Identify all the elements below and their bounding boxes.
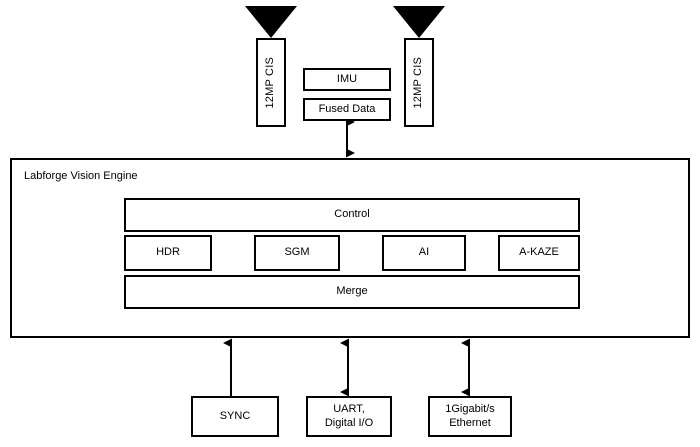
left-camera-label: 12MP CIS: [264, 56, 277, 109]
labforge-vision-engine-container: Labforge Vision Engine Control HDR SGM A…: [10, 158, 690, 338]
right-camera-body: 12MP CIS: [404, 38, 434, 127]
merge-label: Merge: [336, 285, 368, 298]
fused-data-label: Fused Data: [318, 102, 376, 115]
processing-blocks-row: HDR SGM AI A-KAZE: [124, 235, 580, 271]
hdr-label: HDR: [156, 246, 180, 259]
control-block: Control: [124, 198, 580, 232]
control-label: Control: [334, 208, 370, 221]
uart-label-line1: UART,: [333, 402, 365, 415]
ethernet-interface-block: 1Gigabit/s Ethernet: [428, 396, 512, 437]
hdr-block: HDR: [124, 235, 212, 271]
ai-label: AI: [418, 246, 430, 259]
imu-block: IMU: [303, 68, 391, 91]
uart-interface-block: UART, Digital I/O: [306, 396, 392, 437]
sgm-label: SGM: [284, 246, 310, 259]
sync-label: SYNC: [219, 409, 251, 422]
akaze-label: A-KAZE: [519, 246, 559, 259]
merge-block: Merge: [124, 275, 580, 309]
ethernet-label-line2: Ethernet: [449, 416, 491, 429]
ai-block: AI: [382, 235, 466, 271]
left-camera-body: 12MP CIS: [256, 38, 286, 127]
right-camera-assembly: 12MP CIS: [393, 6, 468, 127]
right-camera-label: 12MP CIS: [412, 56, 425, 109]
engine-title: Labforge Vision Engine: [24, 170, 138, 182]
uart-label-line2: Digital I/O: [324, 416, 374, 429]
fused-data-block: Fused Data: [303, 98, 391, 121]
camera-lens-icon: [393, 6, 468, 68]
camera-lens-icon: [245, 6, 320, 68]
imu-label: IMU: [336, 72, 358, 85]
left-camera-assembly: 12MP CIS: [245, 6, 320, 127]
sgm-block: SGM: [254, 235, 340, 271]
akaze-block: A-KAZE: [498, 235, 580, 271]
sync-interface-block: SYNC: [191, 396, 279, 437]
ethernet-label-line1: 1Gigabit/s: [445, 402, 495, 415]
